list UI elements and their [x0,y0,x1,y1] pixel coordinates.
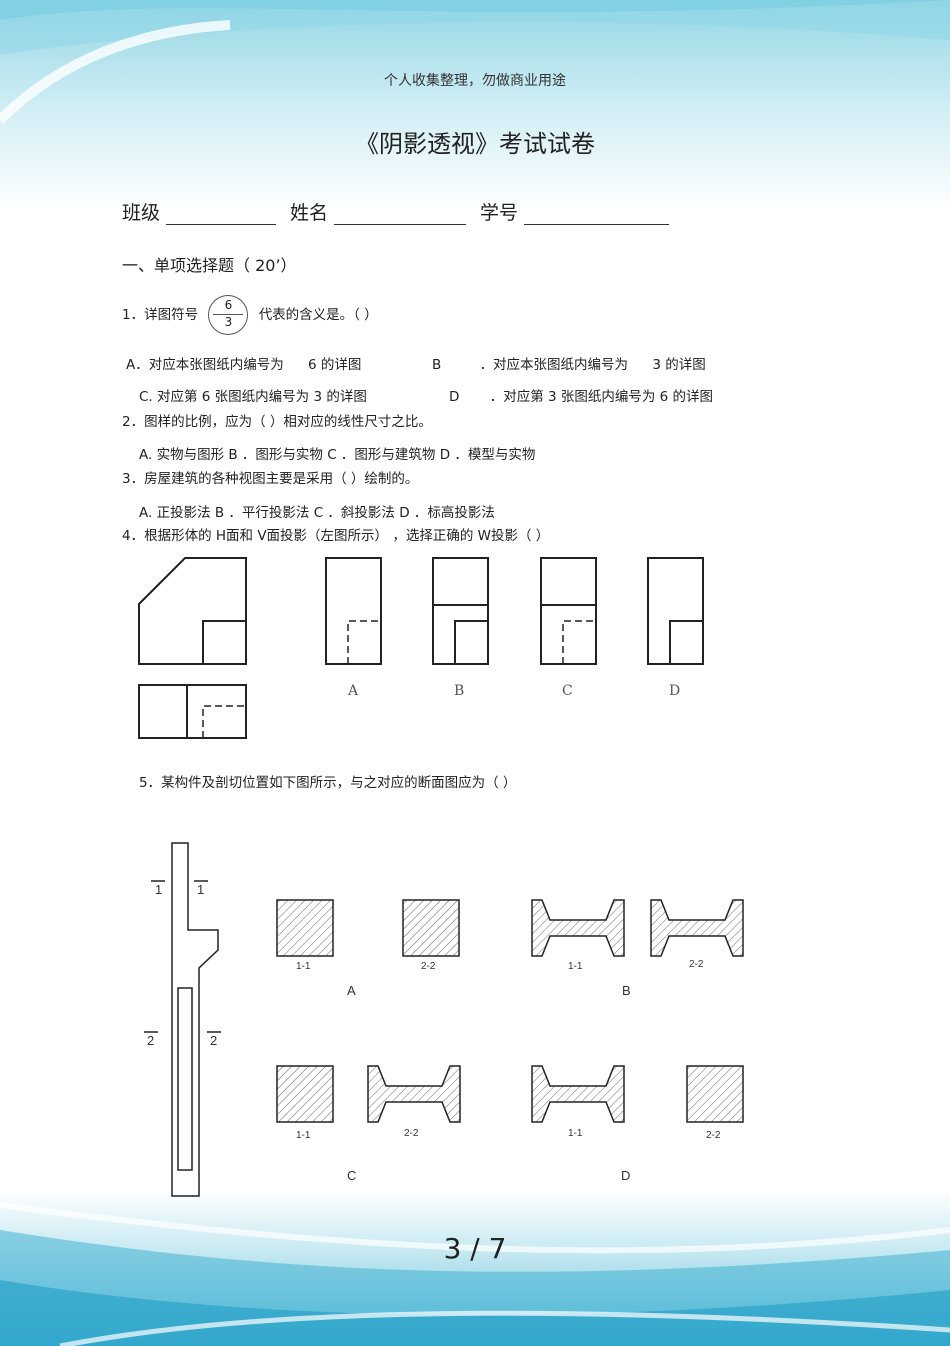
c-label-1-1: 1-1 [296,1130,311,1141]
option-a-section-2 [402,899,460,957]
h-projection [138,684,247,739]
q1-option-d: D ．对应第 3 张图纸内编号为 6 的详图 [449,385,713,405]
q5-choice-a: A [347,983,356,998]
page-number: 3 / 7 [443,1232,507,1265]
q1-option-a-num: 6 的详图 [308,357,362,373]
class-field: 班级 [122,198,277,225]
option-b-shape [432,557,489,665]
name-field: 姓名 [290,198,467,225]
q1-option-a: A．对应本张图纸内编号为 6 的详图 [126,353,361,373]
q5-choice-b: B [622,983,631,998]
q1-option-a-text: A．对应本张图纸内编号为 [126,357,284,373]
id-label: 学号 [480,202,519,224]
b-label-1-1: 1-1 [568,961,583,972]
cut-label-2-left: 2 [147,1033,154,1048]
q1-suffix: 代表的含义是。（ ） [258,307,378,323]
detail-symbol-bottom: 3 [224,315,233,329]
q1-option-b: B ．对应本张图纸内编号为 3 的详图 [432,353,706,373]
option-b-section-2 [650,899,744,957]
q5-choice-d: D [621,1168,630,1183]
detail-symbol: 6 3 [208,295,249,335]
q1-option-d-letter: D [449,389,460,405]
member-elevation [171,842,219,1197]
option-d-shape [647,557,704,665]
v-projection-inner [202,620,246,664]
name-label: 姓名 [290,202,329,224]
q4-label-a: A [347,683,359,699]
question-3: 3．房屋建筑的各种视图主要是采用（ ）绘制的。 [122,471,419,487]
question-5: 5．某构件及剖切位置如下图所示，与之对应的断面图应为（ ） [139,775,517,791]
q1-option-c: C. 对应第 6 张图纸内编号为 3 的详图 [139,389,367,405]
name-blank[interactable] [334,202,467,225]
a-label-1-1: 1-1 [296,961,311,972]
q4-label-b: B [454,683,464,699]
id-blank[interactable] [524,202,670,225]
q4-label-d: D [669,683,680,699]
q2-options: A. 实物与图形 B ．图形与实物 C ．图形与建筑物 D ．模型与实物 [139,447,536,463]
q3-options: A. 正投影法 B ．平行投影法 C ．斜投影法 D ．标高投影法 [139,505,495,521]
option-c-section-1 [276,1065,334,1123]
class-blank[interactable] [166,202,277,225]
cut-label-2-right: 2 [210,1033,217,1048]
option-a-section-1 [276,899,334,957]
option-c-section-2 [367,1065,461,1123]
d-label-2-2: 2-2 [706,1130,721,1141]
q1-option-b-num: 3 的详图 [652,357,706,373]
option-a-shape [325,557,382,665]
q1-option-b-text: ．对应本张图纸内编号为 [479,357,629,373]
header-note: 个人收集整理，勿做商业用途 [384,73,566,89]
exam-title: 《阴影透视》考试试卷 [355,130,595,158]
question-4: 4．根据形体的 H面和 V面投影（左图所示） ，选择正确的 W投影（ ） [122,528,550,544]
question-2: 2．图样的比例，应为（ ）相对应的线性尺寸之比。 [122,414,432,430]
option-d-section-1 [531,1065,625,1123]
detail-symbol-top: 6 [224,298,233,312]
section-heading: 一、单项选择题（ 20’） [122,256,297,275]
id-field: 学号 [480,198,670,225]
question-1: 1．详图符号 6 3 代表的含义是。（ ） [122,295,378,335]
v-projection [138,557,247,665]
a-label-2-2: 2-2 [421,961,436,972]
q1-option-d-text: ．对应第 3 张图纸内编号为 6 的详图 [489,389,714,405]
cut-label-1-right: 1 [197,882,204,897]
q1-option-b-letter: B [432,357,442,373]
option-c-shape [540,557,597,665]
class-label: 班级 [122,202,161,224]
c-label-2-2: 2-2 [404,1128,419,1139]
cut-label-1-left: 1 [155,882,162,897]
q5-choice-c: C [347,1168,356,1183]
option-d-section-2 [686,1065,744,1123]
d-label-1-1: 1-1 [568,1128,583,1139]
b-label-2-2: 2-2 [689,959,704,970]
q4-label-c: C [562,683,573,699]
option-b-section-1 [531,899,625,957]
q1-prefix: 1．详图符号 [122,307,199,323]
